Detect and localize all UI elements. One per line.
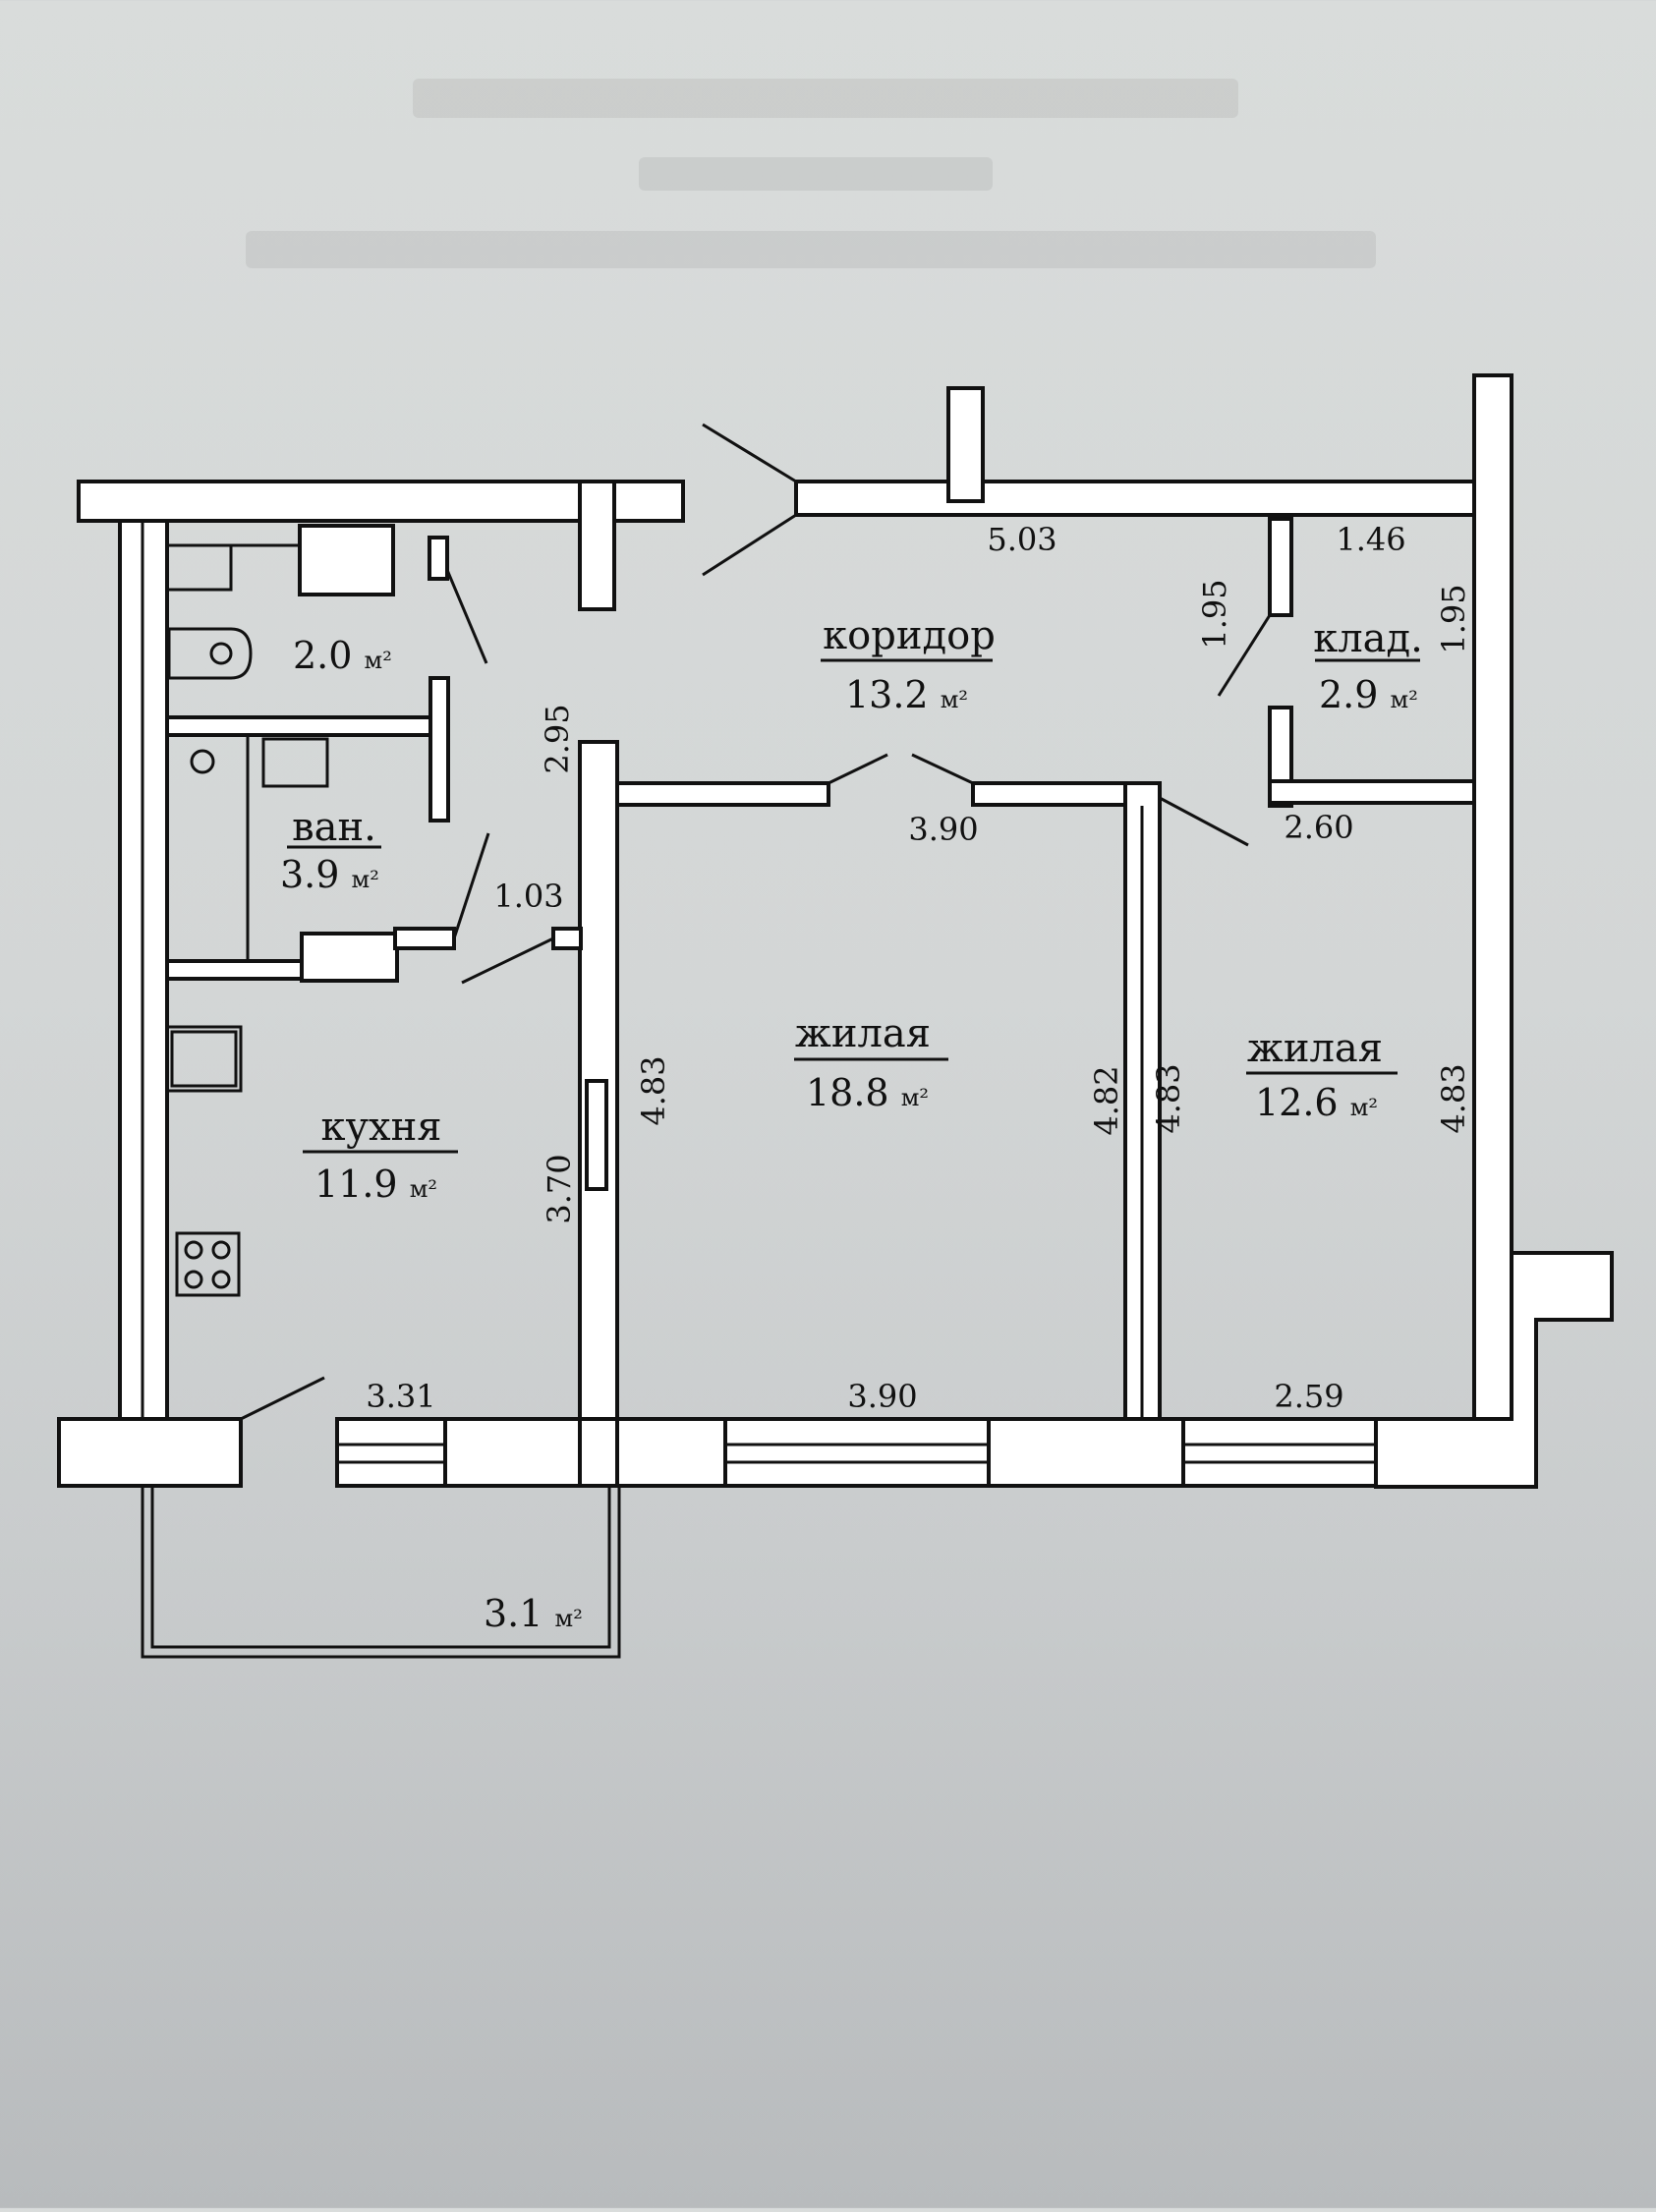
dim-living2-bottom: 2.59 bbox=[1274, 1378, 1343, 1415]
dim-storage-left: 1.95 bbox=[1196, 579, 1233, 649]
svg-text:жилая: жилая bbox=[1247, 1026, 1383, 1071]
dim-living1-right: 4.82 bbox=[1088, 1065, 1125, 1135]
dim-living2-left: 4.83 bbox=[1150, 1063, 1187, 1133]
svg-text:клад.: клад. bbox=[1313, 616, 1423, 661]
door-swings bbox=[240, 569, 1272, 1421]
sink-icon bbox=[190, 749, 215, 774]
dim-storage-right: 1.95 bbox=[1435, 584, 1472, 653]
dim-living2-right: 4.83 bbox=[1435, 1063, 1472, 1133]
svg-text:18.8 м²: 18.8 м² bbox=[806, 1071, 929, 1114]
room-label-kitchen: кухня 11.9 м² bbox=[303, 1105, 458, 1206]
dim-storage-bottom: 2.60 bbox=[1284, 809, 1353, 846]
dim-living1-bottom: 3.90 bbox=[847, 1378, 917, 1415]
svg-text:3.1 м²: 3.1 м² bbox=[484, 1592, 583, 1635]
kitchen-sink-icon bbox=[165, 1025, 243, 1093]
room-label-living-large: жилая 18.8 м² bbox=[794, 1011, 948, 1114]
dim-bath-partition: 2.95 bbox=[539, 704, 576, 773]
dim-corridor-top: 5.03 bbox=[987, 521, 1056, 558]
dim-bath-door: 1.03 bbox=[493, 878, 563, 915]
dimension-labels: 5.03 1.46 1.95 1.95 2.95 3.90 2.60 1.03 … bbox=[366, 521, 1472, 1415]
svg-text:3.9 м²: 3.9 м² bbox=[280, 853, 379, 896]
dim-kitchen-bottom: 3.31 bbox=[366, 1378, 435, 1415]
balcony bbox=[141, 1486, 621, 1659]
svg-text:коридор: коридор bbox=[823, 613, 996, 658]
walls bbox=[57, 373, 1614, 1489]
room-label-bath: ван. 3.9 м² bbox=[280, 805, 381, 896]
svg-text:ван.: ван. bbox=[292, 805, 376, 850]
room-label-toilet: 2.0 м² bbox=[293, 634, 392, 677]
svg-text:13.2 м²: 13.2 м² bbox=[845, 673, 968, 716]
dim-storage-top: 1.46 bbox=[1336, 521, 1405, 558]
stove-icon bbox=[175, 1231, 241, 1297]
room-label-storage: клад. 2.9 м² bbox=[1313, 616, 1423, 716]
room-label-corridor: коридор 13.2 м² bbox=[821, 613, 996, 716]
svg-text:2.0 м²: 2.0 м² bbox=[293, 634, 392, 677]
bathtub-icon bbox=[261, 737, 329, 788]
svg-text:11.9 м²: 11.9 м² bbox=[314, 1163, 437, 1206]
svg-text:2.9 м²: 2.9 м² bbox=[1319, 673, 1418, 716]
room-label-balcony: 3.1 м² bbox=[484, 1592, 583, 1635]
svg-text:жилая: жилая bbox=[795, 1011, 931, 1056]
toilet-icon bbox=[167, 627, 253, 680]
room-label-living-small: жилая 12.6 м² bbox=[1246, 1026, 1398, 1124]
svg-text:кухня: кухня bbox=[321, 1105, 442, 1150]
svg-text:12.6 м²: 12.6 м² bbox=[1255, 1081, 1378, 1124]
fixtures bbox=[165, 543, 329, 1297]
faint-header-bleed bbox=[246, 79, 1376, 268]
entrance-door bbox=[702, 423, 797, 577]
dim-kitchen-right: 3.70 bbox=[541, 1154, 578, 1223]
dim-corridor-mid: 3.90 bbox=[908, 811, 978, 848]
dim-living1-left: 4.83 bbox=[635, 1055, 672, 1125]
